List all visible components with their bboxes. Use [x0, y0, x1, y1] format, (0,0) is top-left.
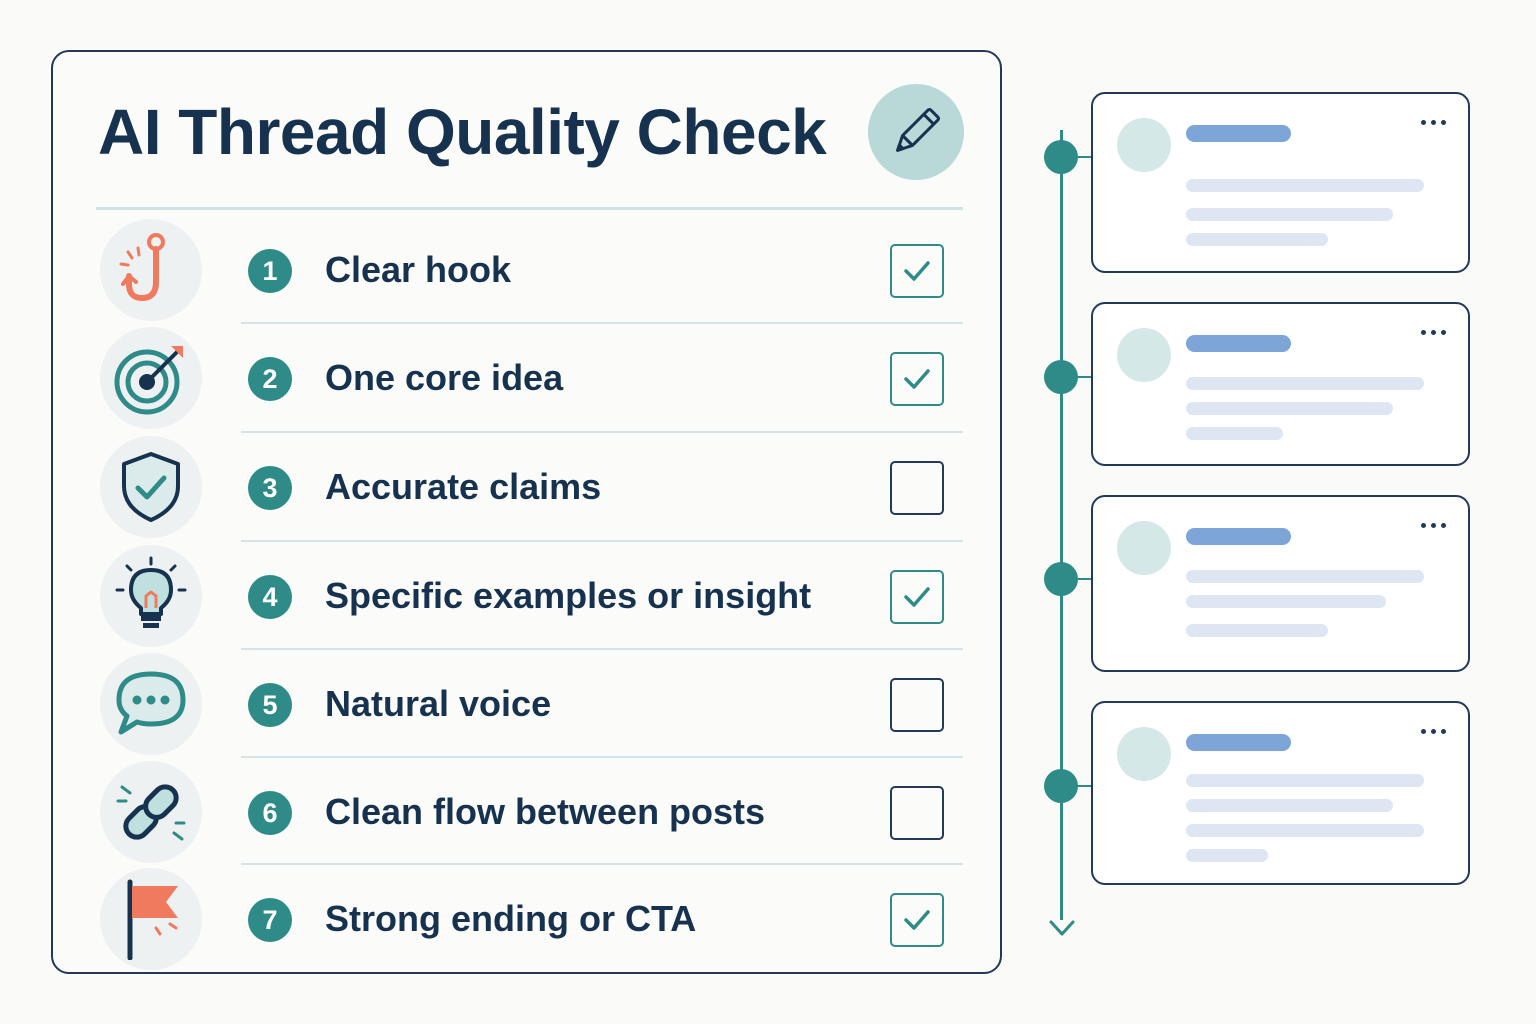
- row-divider: [241, 540, 963, 542]
- row-divider: [241, 863, 963, 865]
- page-title: AI Thread Quality Check: [98, 96, 827, 168]
- more-dots-icon[interactable]: [1421, 523, 1446, 528]
- target-icon: [100, 327, 202, 429]
- checkbox-unchecked[interactable]: [890, 678, 944, 732]
- text-line-placeholder: [1186, 427, 1283, 440]
- item-label: Accurate claims: [325, 466, 602, 507]
- more-dots-icon[interactable]: [1421, 120, 1446, 125]
- item-label: Specific examples or insight: [325, 575, 812, 616]
- row-divider: [241, 431, 963, 433]
- chat-bubble-icon: [100, 653, 202, 755]
- checklist-row: 2 One core idea: [96, 322, 963, 430]
- checklist-row: 1 Clear hook: [96, 214, 963, 322]
- checklist-card: [51, 50, 1002, 974]
- author-name-placeholder: [1186, 125, 1291, 142]
- avatar: [1117, 328, 1171, 382]
- thread-post-card[interactable]: [1091, 701, 1470, 885]
- item-number: 2: [248, 357, 292, 401]
- item-number: 7: [248, 898, 292, 942]
- checklist-row: 6 Clean flow between posts: [96, 756, 963, 864]
- author-name-placeholder: [1186, 528, 1291, 545]
- text-line-placeholder: [1186, 595, 1386, 608]
- text-line-placeholder: [1186, 774, 1424, 787]
- text-line-placeholder: [1186, 849, 1268, 862]
- text-line-placeholder: [1186, 624, 1328, 637]
- avatar: [1117, 118, 1171, 172]
- arrow-down-icon: [1049, 920, 1075, 936]
- shield-check-icon: [100, 436, 202, 538]
- row-divider: [241, 322, 963, 324]
- item-number: 4: [248, 575, 292, 619]
- timeline-connector: [1062, 376, 1092, 378]
- check-icon: [904, 369, 930, 389]
- row-divider: [241, 756, 963, 758]
- thread-post-card[interactable]: [1091, 92, 1470, 273]
- item-label: One core idea: [325, 357, 564, 398]
- checklist-row: 3 Accurate claims: [96, 431, 963, 539]
- item-label: Clean flow between posts: [325, 791, 766, 832]
- checkbox-checked[interactable]: [890, 893, 944, 947]
- item-label: Natural voice: [325, 683, 552, 724]
- checkbox-checked[interactable]: [890, 352, 944, 406]
- text-line-placeholder: [1186, 208, 1393, 221]
- avatar: [1117, 727, 1171, 781]
- text-line-placeholder: [1186, 233, 1328, 246]
- text-line-placeholder: [1186, 402, 1393, 415]
- fish-hook-icon: [100, 219, 202, 321]
- avatar: [1117, 521, 1171, 575]
- timeline-connector: [1062, 156, 1092, 158]
- timeline-connector: [1062, 578, 1092, 580]
- text-line-placeholder: [1186, 377, 1424, 390]
- author-name-placeholder: [1186, 734, 1291, 751]
- lightbulb-icon: [100, 545, 202, 647]
- title-divider: [96, 207, 963, 210]
- check-icon: [904, 910, 930, 930]
- item-number: 6: [248, 791, 292, 835]
- item-number: 5: [248, 683, 292, 727]
- checkbox-unchecked[interactable]: [890, 461, 944, 515]
- text-line-placeholder: [1186, 570, 1424, 583]
- item-number: 1: [248, 249, 292, 293]
- timeline-connector: [1062, 785, 1092, 787]
- flag-icon: [100, 868, 202, 970]
- checkbox-checked[interactable]: [890, 570, 944, 624]
- checklist-row: 5 Natural voice: [96, 648, 963, 756]
- item-label: Strong ending or CTA: [325, 898, 697, 939]
- author-name-placeholder: [1186, 335, 1291, 352]
- text-line-placeholder: [1186, 824, 1424, 837]
- thread-post-card[interactable]: [1091, 302, 1470, 466]
- row-divider: [241, 648, 963, 650]
- pencil-icon: [868, 84, 964, 180]
- text-line-placeholder: [1186, 179, 1424, 192]
- thread-timeline: [1060, 130, 1063, 920]
- checkbox-checked[interactable]: [890, 244, 944, 298]
- item-label: Clear hook: [325, 249, 512, 290]
- item-number: 3: [248, 466, 292, 510]
- checklist-row: 4 Specific examples or insight: [96, 540, 963, 648]
- check-icon: [904, 261, 930, 281]
- thread-post-card[interactable]: [1091, 495, 1470, 672]
- text-line-placeholder: [1186, 799, 1393, 812]
- checkbox-unchecked[interactable]: [890, 786, 944, 840]
- chain-link-icon: [100, 761, 202, 863]
- more-dots-icon[interactable]: [1421, 729, 1446, 734]
- check-icon: [904, 587, 930, 607]
- checklist-row: 7 Strong ending or CTA: [96, 863, 963, 971]
- more-dots-icon[interactable]: [1421, 330, 1446, 335]
